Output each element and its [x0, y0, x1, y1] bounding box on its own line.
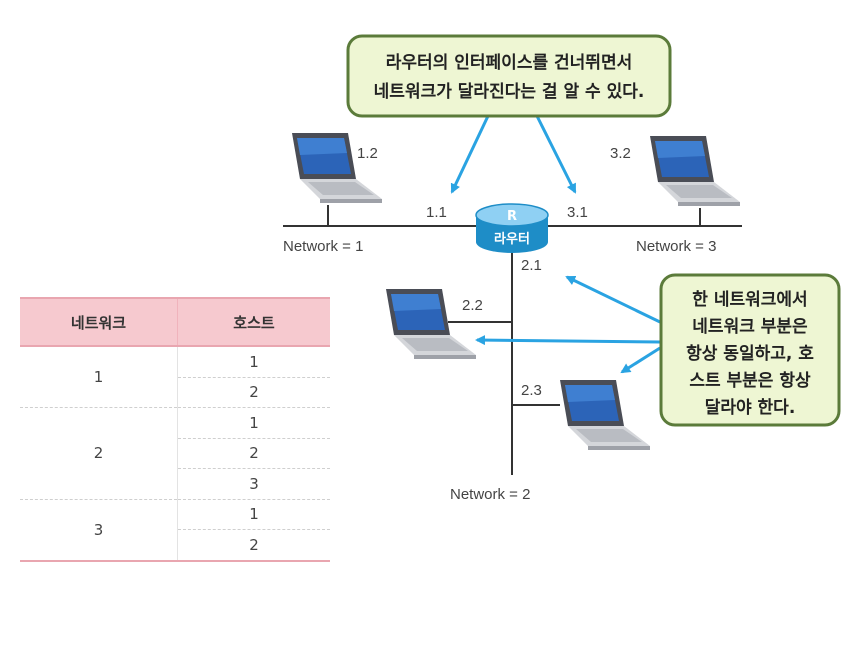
- address-1-1: 1.1: [426, 204, 447, 221]
- address-3-2: 3.2: [610, 145, 631, 162]
- callout-right-line5: 달라야 한다.: [705, 397, 796, 418]
- laptop-1-2: [292, 133, 382, 203]
- host-cell: 2: [177, 377, 330, 408]
- table-row: 1 1: [20, 346, 330, 408]
- table-row: 2: [20, 438, 330, 469]
- arrow-to-host-2-3: [620, 346, 661, 374]
- host-cell: 1: [177, 407, 330, 439]
- callout-right-line4: 스트 부분은 항상: [689, 370, 811, 391]
- arrow-to-if-3-1: [535, 115, 577, 194]
- header-host: 호스트: [177, 297, 330, 347]
- arrow-to-host-2-2: [475, 335, 661, 346]
- address-1-2: 1.2: [357, 145, 378, 162]
- host-cell: 1: [177, 499, 330, 530]
- network-cell: 3: [20, 499, 178, 562]
- address-2-3: 2.3: [521, 382, 542, 399]
- table-row: 2: [20, 377, 330, 408]
- router: R 라우터: [475, 203, 549, 253]
- address-2-1: 2.1: [521, 257, 542, 274]
- table-row: 3: [20, 468, 330, 500]
- callout-top-line2: 네트워크가 달라진다는 걸 알 수 있다.: [374, 81, 645, 102]
- host-cell: 1: [177, 346, 330, 378]
- callout-top: 라우터의 인터페이스를 건너뛰면서 네트워크가 달라진다는 걸 알 수 있다.: [346, 34, 672, 118]
- network-cell: 1: [20, 346, 178, 408]
- network-1-label: Network = 1: [283, 238, 363, 255]
- laptop-2-3: [560, 380, 650, 450]
- host-cell: 3: [177, 468, 330, 500]
- header-network: 네트워크: [20, 297, 178, 347]
- router-letter: R: [507, 209, 517, 224]
- address-3-1: 3.1: [567, 204, 588, 221]
- network-host-table: 네트워크 호스트 1 1 2 2 1 2 3 3 1 2: [20, 297, 330, 562]
- router-label: 라우터: [494, 231, 530, 247]
- table-row: 2 1: [20, 407, 330, 500]
- table-row: 3 1: [20, 499, 330, 562]
- address-2-2: 2.2: [462, 297, 483, 314]
- callout-right: 한 네트워크에서 네트워크 부분은 항상 동일하고, 호 스트 부분은 항상 달…: [659, 273, 841, 427]
- callout-right-line2: 네트워크 부분은: [692, 317, 808, 337]
- callout-right-line1: 한 네트워크에서: [692, 290, 807, 310]
- callout-top-line1: 라우터의 인터페이스를 건너뛰면서: [386, 53, 632, 73]
- table-row: 2: [20, 529, 330, 562]
- host-cell: 2: [177, 529, 330, 562]
- network-2-label: Network = 2: [450, 486, 530, 503]
- arrow-to-if-1-1: [450, 115, 490, 194]
- host-cell: 2: [177, 438, 330, 469]
- network-cell: 2: [20, 407, 178, 500]
- network-3-label: Network = 3: [636, 238, 716, 255]
- laptop-3-2: [650, 136, 740, 206]
- arrow-to-if-2-1: [565, 275, 661, 324]
- callout-right-line3: 항상 동일하고, 호: [686, 343, 814, 364]
